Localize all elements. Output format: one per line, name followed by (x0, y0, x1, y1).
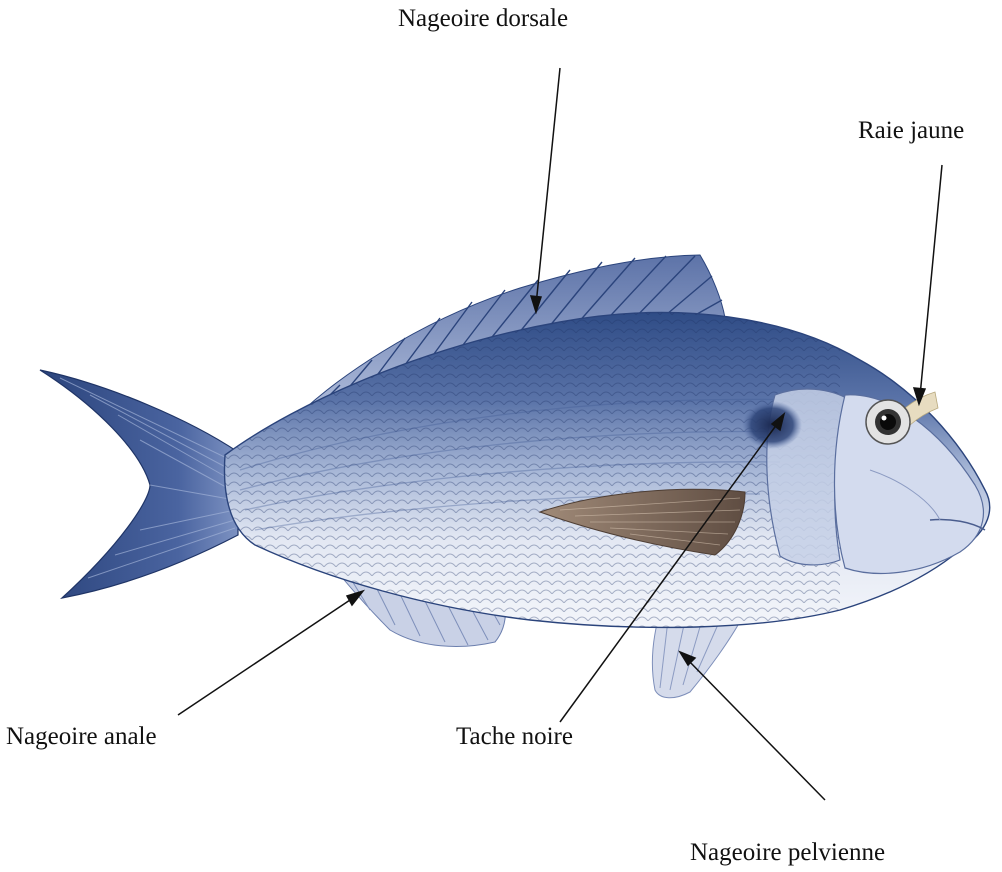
label-pelvic-fin: Nageoire pelvienne (690, 838, 885, 868)
label-yellow-stripe: Raie jaune (858, 116, 964, 146)
label-black-spot: Tache noire (456, 722, 573, 752)
label-anal-fin: Nageoire anale (6, 722, 157, 752)
label-dorsal-fin: Nageoire dorsale (398, 4, 568, 34)
caudal-fin (40, 370, 238, 598)
eye-highlight (882, 416, 887, 421)
pointer-anal-fin (178, 596, 356, 715)
pointer-dorsal-fin (536, 68, 560, 305)
pointer-pelvic-fin (686, 658, 825, 800)
pointer-yellow-stripe (920, 165, 942, 396)
black-spot-shape (742, 401, 802, 449)
